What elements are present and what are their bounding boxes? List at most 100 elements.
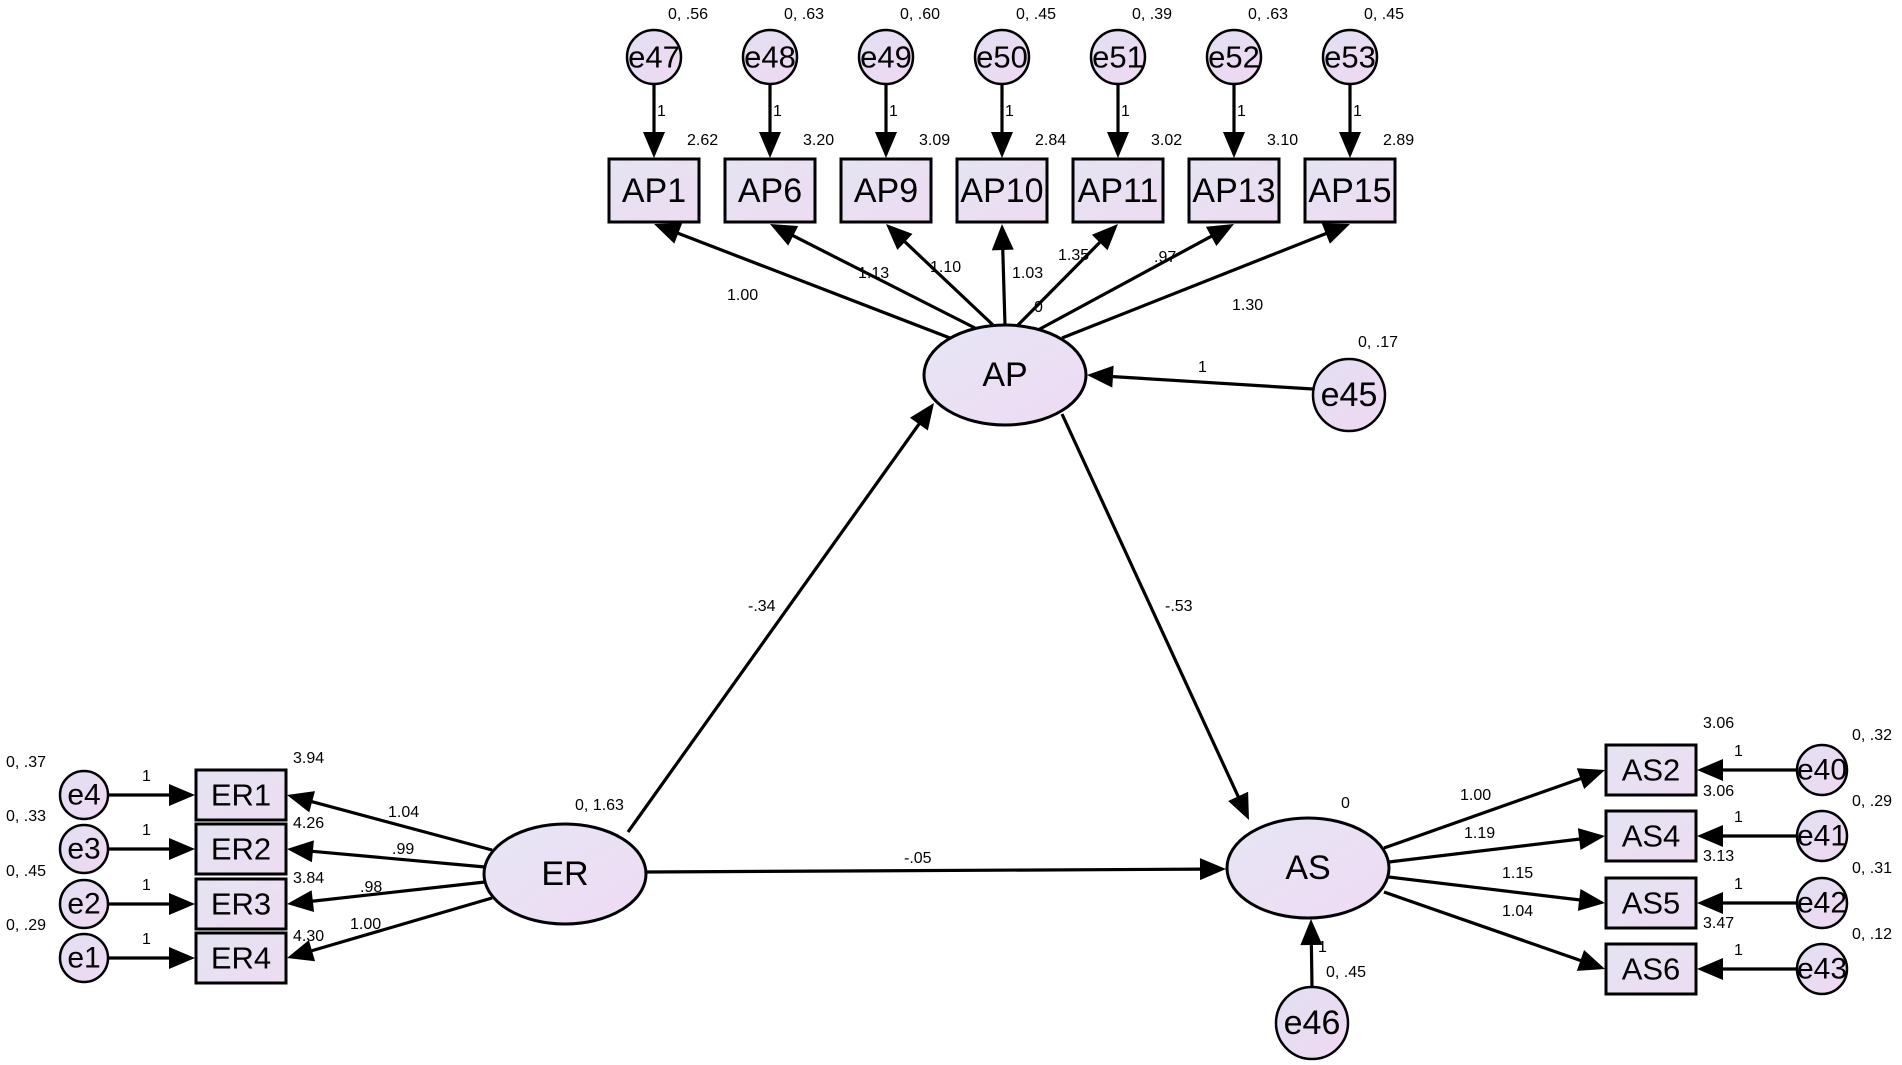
error-path-weight: 1 xyxy=(1237,103,1246,120)
latent-ap[interactable]: AP 0 xyxy=(922,299,1088,427)
latent-as-param: 0 xyxy=(1341,795,1350,812)
error-path-weight: 1 xyxy=(773,103,782,120)
path-ap-ap13 xyxy=(1037,224,1234,332)
path-er-er3 xyxy=(287,880,486,913)
latent-as[interactable]: AS 0 xyxy=(1225,795,1391,920)
error-label: e1 xyxy=(67,942,100,975)
coef-er-ap: -.34 xyxy=(748,598,776,615)
latent-er[interactable]: ER 0, 1.63 xyxy=(482,797,648,926)
indicator-label: AP13 xyxy=(1192,172,1275,210)
error-label: e47 xyxy=(628,40,680,75)
error-label: e40 xyxy=(1797,754,1847,787)
indicator-as4[interactable]: AS4 xyxy=(1604,809,1698,863)
path-e43-as6 xyxy=(1697,958,1797,980)
paths-layer xyxy=(108,84,1797,988)
error-variance: 0, .37 xyxy=(6,754,46,771)
error-e2[interactable]: e20, .451 xyxy=(6,863,151,930)
e46-path-weight: 1 xyxy=(1318,939,1327,956)
path-as-as4 xyxy=(1388,828,1605,864)
indicator-as5[interactable]: AS5 xyxy=(1604,876,1698,930)
loading-ap-ap9: 1.10 xyxy=(930,259,961,276)
disturbance-e46[interactable]: e46 0, .45 1 xyxy=(1274,939,1366,1061)
latent-as-label: AS xyxy=(1285,849,1330,887)
indicator-label: AS4 xyxy=(1622,819,1681,854)
path-e49-ap9 xyxy=(875,84,897,158)
path-er-er4 xyxy=(287,896,493,962)
loading-ap-ap15: 1.30 xyxy=(1232,297,1263,314)
error-label: e52 xyxy=(1208,40,1260,75)
error-variance: 0, .45 xyxy=(1016,6,1056,23)
indicator-intercept-er4: 4.30 xyxy=(293,928,324,945)
e46-variance: 0, .45 xyxy=(1326,964,1366,981)
indicator-label: ER4 xyxy=(211,941,271,976)
indicator-label: AP10 xyxy=(960,172,1043,210)
error-e4[interactable]: e40, .371 xyxy=(6,754,151,821)
coef-ap-as: -.53 xyxy=(1165,598,1193,615)
indicator-intercept-er3: 3.84 xyxy=(293,870,324,887)
e45-variance: 0, .17 xyxy=(1358,334,1398,351)
loading-ap-ap13: .97 xyxy=(1154,249,1176,266)
loading-as-as4: 1.19 xyxy=(1464,825,1495,842)
path-as-as5 xyxy=(1388,875,1605,911)
error-path-weight: 1 xyxy=(142,822,151,839)
path-er-er1 xyxy=(287,791,493,852)
error-e1[interactable]: e10, .291 xyxy=(6,917,151,984)
disturbance-e45[interactable]: e45 0, .17 1 xyxy=(1198,334,1398,433)
loading-er-er3: .98 xyxy=(360,879,382,896)
error-label: e43 xyxy=(1797,953,1847,986)
path-e42-as5 xyxy=(1697,892,1797,914)
indicator-er2[interactable]: ER2 xyxy=(194,822,288,876)
error-e3[interactable]: e30, .331 xyxy=(6,808,151,875)
indicator-label: AS2 xyxy=(1622,753,1681,788)
indicator-er1[interactable]: ER1 xyxy=(194,768,288,822)
path-e41-as4 xyxy=(1697,825,1797,847)
e45-label: e45 xyxy=(1321,376,1378,414)
indicator-intercept-as2: 3.06 xyxy=(1703,715,1734,732)
indicator-as6[interactable]: AS6 xyxy=(1604,942,1698,996)
path-e53-ap15 xyxy=(1339,84,1361,158)
error-path-weight: 1 xyxy=(1121,103,1130,120)
error-variance: 0, .45 xyxy=(1364,6,1404,23)
path-e47-ap1 xyxy=(643,84,665,158)
e45-path-weight: 1 xyxy=(1198,359,1207,376)
latent-er-param: 0, 1.63 xyxy=(575,797,624,814)
loading-er-er4: 1.00 xyxy=(350,916,381,933)
error-path-weight: 1 xyxy=(1353,103,1362,120)
indicator-er4[interactable]: ER4 xyxy=(194,931,288,985)
error-path-weight: 1 xyxy=(1005,103,1014,120)
error-variance: 0, .33 xyxy=(6,808,46,825)
indicator-er3[interactable]: ER3 xyxy=(194,877,288,931)
indicator-label: AP1 xyxy=(622,172,686,210)
path-e46-as xyxy=(1300,919,1323,988)
error-path-weight: 1 xyxy=(1734,743,1743,760)
error-path-weight: 1 xyxy=(1734,809,1743,826)
error-label: e2 xyxy=(67,888,100,921)
error-label: e49 xyxy=(860,40,912,75)
latent-ap-label: AP xyxy=(982,356,1027,394)
path-e40-as2 xyxy=(1697,759,1797,781)
path-ap-ap10 xyxy=(991,224,1014,326)
loading-ap-ap1: 1.00 xyxy=(727,287,758,304)
path-as-as2 xyxy=(1383,768,1605,850)
indicator-as2[interactable]: AS2 xyxy=(1604,743,1698,797)
